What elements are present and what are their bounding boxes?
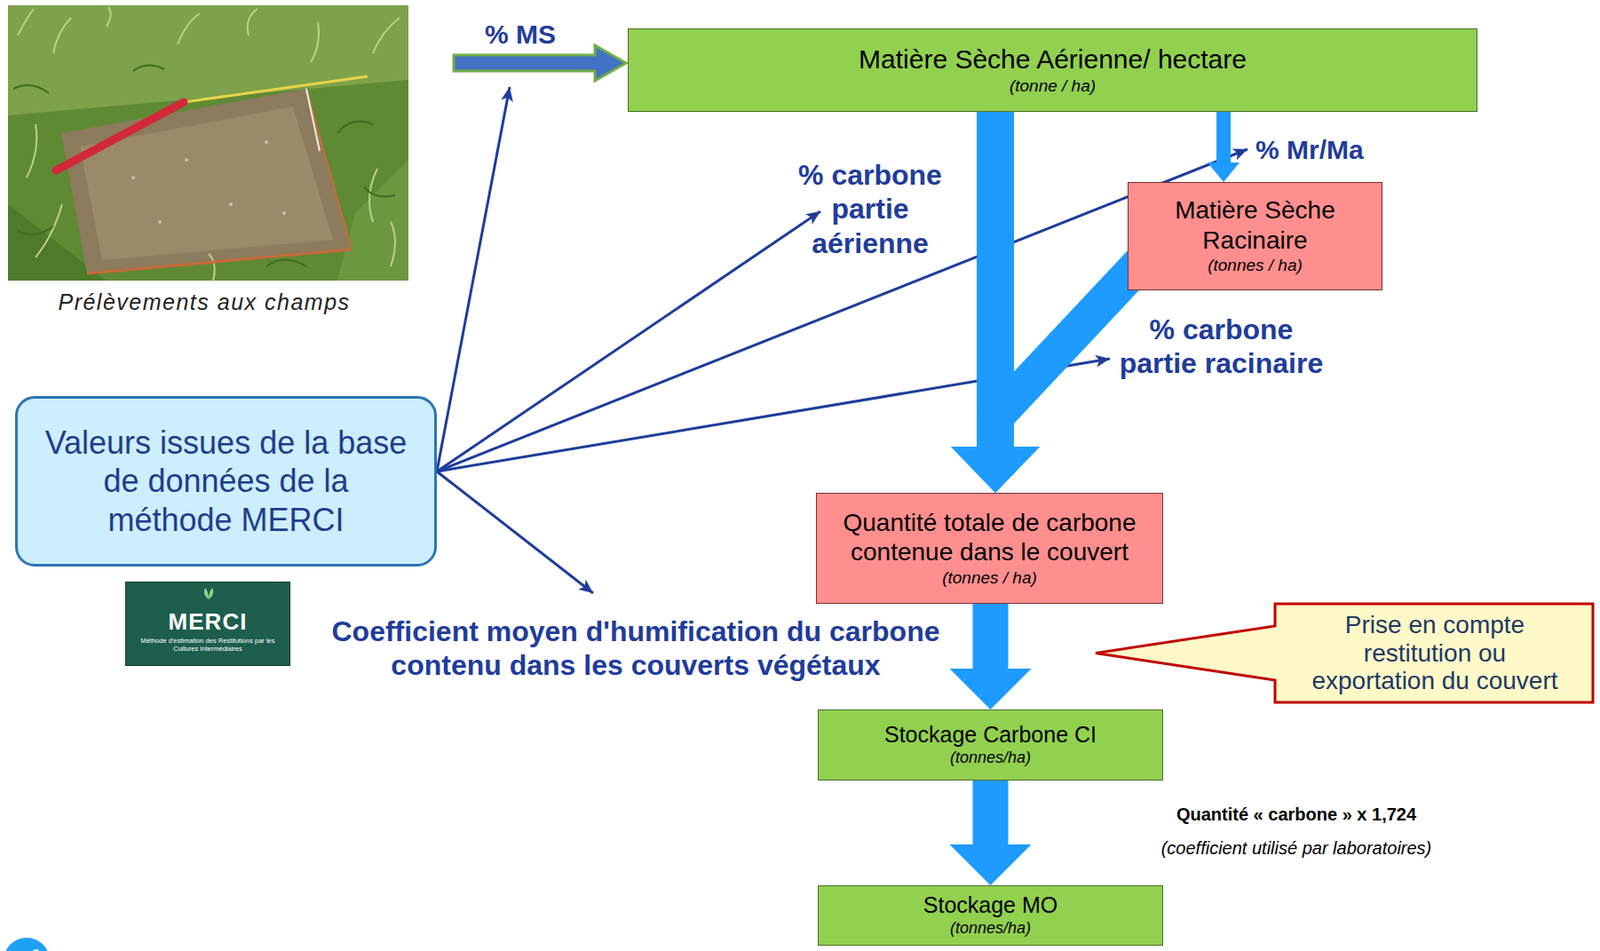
callout-arrow: Prise en compte restitution ou exportati… — [1093, 601, 1595, 705]
box-subtext: Méthode d'estimation des Restitutions pa… — [133, 636, 283, 653]
process-box: Stockage MO(tonnes/ha) — [817, 885, 1164, 946]
callout-outline — [1095, 603, 1593, 703]
photo-caption: Prélèvements aux champs — [0, 289, 409, 316]
box-subtext: (tonnes/ha) — [950, 918, 1031, 939]
conversion-note: Quantité « carbone » x 1,724 — [1109, 804, 1483, 825]
flow-arrow — [950, 603, 1032, 710]
box-subtext: (tonnes / ha) — [1207, 254, 1303, 278]
parameter-label: Coefficient moyen d'humification du carb… — [316, 614, 956, 683]
flow-arrow-head — [950, 446, 1040, 493]
field-photo — [7, 5, 409, 281]
process-box: Matière Sèche Aérienne/ hectare(tonne / … — [627, 28, 1478, 112]
logo-box: MERCIMéthode d'estimation des Restitutio… — [125, 581, 291, 666]
flow-arrow — [950, 780, 1032, 886]
parameter-label: % carbone partie racinaire — [1113, 312, 1330, 381]
box-subtext: (tonne / ha) — [1009, 75, 1096, 98]
result-box: Quantité totale de carbone contenue dans… — [815, 492, 1164, 604]
flow-arrow-body — [950, 780, 1032, 886]
box-text: Matière Sèche Racinaire — [1139, 195, 1371, 255]
parameter-label: % MS — [484, 19, 592, 50]
flow-arrow — [950, 257, 1146, 493]
box-text: Stockage Carbone CI — [884, 720, 1097, 748]
box-text: Quantité totale de carbone contenue dans… — [827, 507, 1152, 568]
box-text: Matière Sèche Aérienne/ hectare — [858, 43, 1247, 76]
social-icon — [3, 937, 50, 951]
box-subtext: (tonnes / ha) — [942, 567, 1038, 590]
parameter-label: % Mr/Ma — [1255, 134, 1398, 166]
parameter-label: % carbone partie aérienne — [785, 158, 955, 261]
process-box: Stockage Carbone CI(tonnes/ha) — [817, 709, 1164, 781]
logo-leaf — [199, 586, 218, 601]
box-subtext: (tonnes/ha) — [950, 747, 1031, 769]
box-text: Stockage MO — [923, 891, 1058, 919]
input-arrow — [453, 45, 626, 81]
box-text: Valeurs issues de la base de données de … — [40, 423, 412, 539]
flow-arrow-body — [1207, 111, 1240, 183]
box-text: MERCI — [168, 609, 248, 635]
box-text: Prise en compte restitution ou exportati… — [1301, 610, 1569, 695]
conversion-note: (coefficient utilisé par laboratoires) — [1109, 838, 1483, 859]
source-box: Valeurs issues de la base de données de … — [15, 396, 437, 567]
flow-arrow-body — [950, 603, 1032, 710]
flow-arrow — [1207, 111, 1240, 183]
result-box: Matière Sèche Racinaire(tonnes / ha) — [1127, 182, 1383, 291]
